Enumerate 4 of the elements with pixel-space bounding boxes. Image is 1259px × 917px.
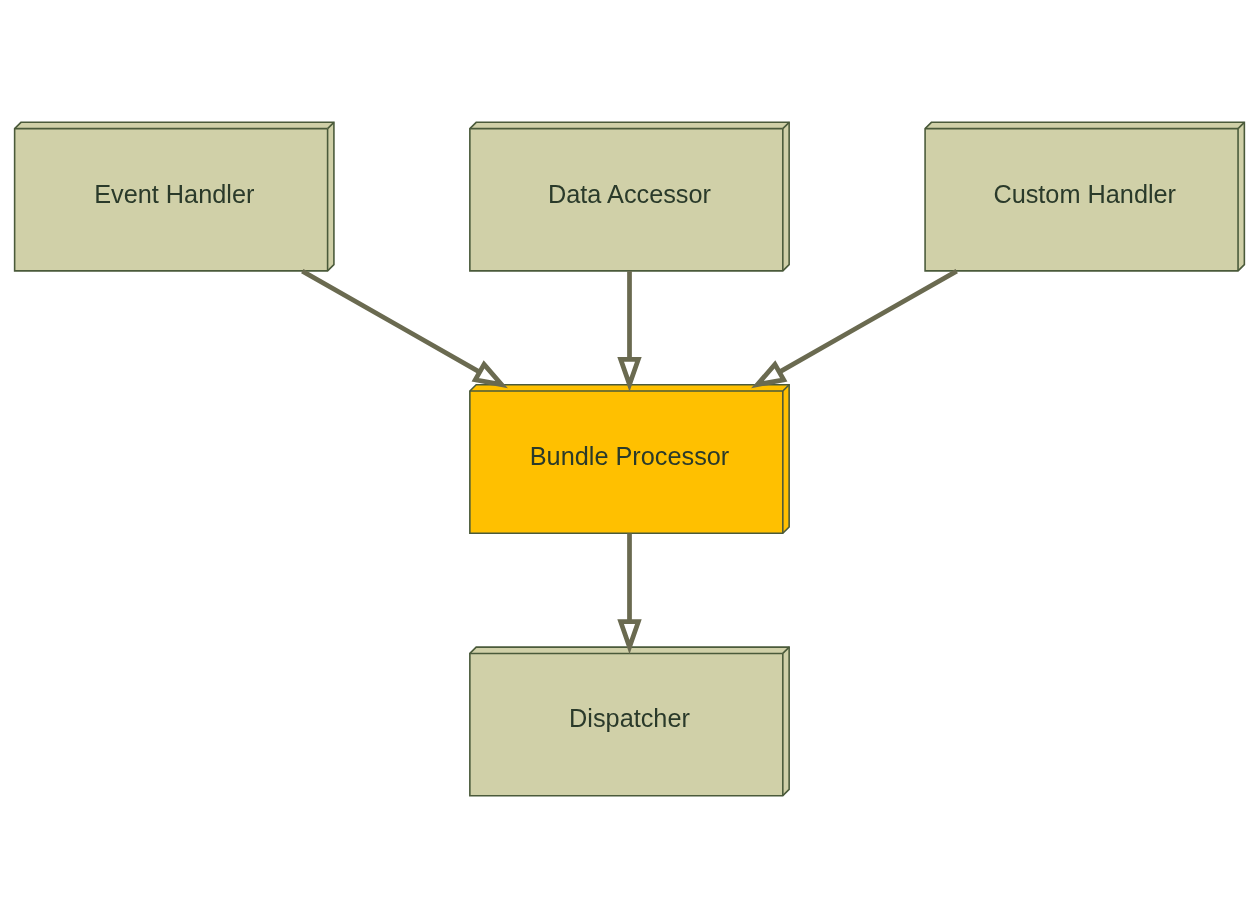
arrow <box>301 268 508 388</box>
arrow <box>751 268 958 388</box>
arrow <box>617 533 642 654</box>
arrow <box>617 270 642 392</box>
